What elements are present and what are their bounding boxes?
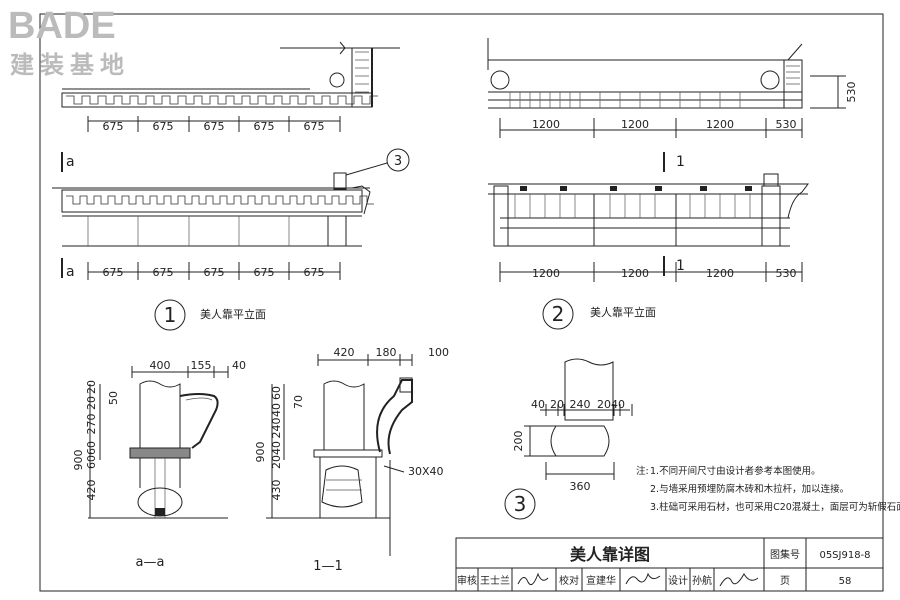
section-mark-a-top: a [66,154,75,170]
view-1-caption: 美人靠平立面 [200,307,266,321]
callout-3-circle [386,148,410,172]
dim-d3-width: 360 [570,480,591,493]
dim-elev1-5: 675 [304,266,325,279]
dim-11-total: 900 [254,442,267,463]
dim-aa-left-2: 20 [85,396,98,410]
design-label: 设计 [668,574,688,587]
column-circle-left [490,70,510,90]
page-label: 页 [780,575,790,587]
atlas-label: 图集号 [770,548,800,561]
dim-elev2-3: 1200 [706,267,734,280]
dim-11-left-4: 240 [270,418,283,439]
atlas-number: 05SJ918-8 [819,550,870,561]
detail-3-number: 3 [514,492,527,516]
dim-elev1-2: 675 [153,266,174,279]
dim-aa-left-7: 420 [85,480,98,501]
dim-aa-left-5: 60 [85,441,98,455]
dim-elev1-4: 675 [254,266,275,279]
dim-aa-left-6: 60 [85,455,98,469]
dim-d3-top-5: 40 [611,398,625,411]
detail-3: 40 20 240 20 40 200 360 3 [504,358,633,520]
detail-3-number-circle [504,488,536,520]
elevation-view-2: 1 1 [488,152,809,330]
dim-plan1-4: 675 [254,120,275,133]
logo-subtitle: 建装基地 [10,51,130,79]
view-1-number: 1 [164,303,177,327]
dim-d3-top-2: 20 [550,398,564,411]
plan-view-2: 530 1200 1200 1200 530 [487,38,858,138]
dim-elev2-2: 1200 [621,267,649,280]
column-circle [329,72,345,88]
dim-plan1-5: 675 [304,120,325,133]
section-mark-1-top: 1 [676,154,685,170]
title-block: 美人靠详图 图集号 05SJ918-8 审核 王士兰 校对 宣建华 设计 孙航 … [455,537,884,592]
callout-3-label: 3 [394,154,402,169]
dim-aa-top-3: 40 [232,359,246,372]
section-title-aa: a—a [136,555,165,570]
dim-11-left-2: 40 [270,403,283,417]
dim-d3-top-1: 40 [531,398,545,411]
designer-name: 孙航 [692,574,712,587]
dim-elev2-1: 1200 [532,267,560,280]
dim-d3-top-4: 20 [597,398,611,411]
dim-11-left-7: 430 [270,480,283,501]
checker-signature [625,572,661,585]
dim-aa-left-3: 50 [107,391,120,405]
dim-plan1-3: 675 [204,120,225,133]
dim-11-left-3: 70 [292,395,305,409]
drawing-title: 美人靠详图 [570,545,650,564]
dim-elev1-3: 675 [204,266,225,279]
check-label: 校对 [559,574,579,587]
dim-plan1-1: 675 [103,120,124,133]
view-2-number-circle [542,298,574,330]
dim-d3-height: 200 [512,431,525,452]
dim-plan2-4: 530 [776,118,797,131]
page-number: 58 [839,576,852,587]
section-mark-1-bottom: 1 [676,258,685,274]
dim-plan2-3: 1200 [706,118,734,131]
dim-aa-top-1: 400 [150,359,171,372]
note-2: 2.与墙采用预埋防腐木砖和木拉杆，加以连接。 [650,483,849,495]
section-a-a: 400 155 40 900 20 20 50 270 60 60 420 a—… [72,359,246,570]
dim-aa-left-1: 20 [85,380,98,394]
dim-aa-top-2: 155 [191,359,212,372]
dim-plan2-2: 1200 [621,118,649,131]
plan-view-1: 675 675 675 675 675 [61,41,400,133]
logo-brand: BADE [8,5,116,47]
checker-name: 宣建华 [586,574,616,587]
dim-11-top-2: 180 [376,346,397,359]
dim-elev2-4: 530 [776,267,797,280]
dim-11-member: 30X40 [408,465,444,478]
notes: 注: 1.不同开间尺寸由设计者参考本图使用。 2.与墙采用预埋防腐木砖和木拉杆，… [636,465,900,513]
dim-11-left-6: 20 [270,455,283,469]
note-3: 3.柱础可采用石材，也可采用C20混凝土，面层可为斩假石面。 [650,501,900,513]
dim-aa-total: 900 [72,450,85,471]
view-1-number-circle [154,299,186,331]
dim-11-left-5: 40 [270,441,283,455]
dim-plan2-1: 1200 [532,118,560,131]
review-label: 审核 [457,574,477,587]
dim-d3-top-3: 240 [570,398,591,411]
section-mark-a-bottom: a [66,264,75,280]
dim-elev1-1: 675 [103,266,124,279]
view-2-number: 2 [552,302,565,326]
reviewer-signature [517,572,549,586]
notes-label: 注: [636,465,649,477]
section-1-1: 420 180 100 30X40 900 60 40 70 240 40 20… [254,346,449,574]
dim-aa-left-4: 270 [85,414,98,435]
reviewer-name: 王士兰 [480,574,510,587]
dim-11-top-1: 420 [334,346,355,359]
dim-plan2-depth: 530 [845,82,858,103]
dim-plan1-2: 675 [153,120,174,133]
elevation-view-1: a 3 a 675 675 675 675 6 [52,148,410,331]
dim-11-top-3: 100 [428,346,449,359]
column-circle-right [760,70,780,90]
section-title-11: 1—1 [313,559,343,574]
designer-signature [719,573,759,587]
note-1: 1.不同开间尺寸由设计者参考本图使用。 [650,465,821,477]
dim-11-left-1: 60 [270,386,283,400]
view-2-caption: 美人靠平立面 [590,305,656,319]
logo: BADE 建装基地 [8,5,130,79]
